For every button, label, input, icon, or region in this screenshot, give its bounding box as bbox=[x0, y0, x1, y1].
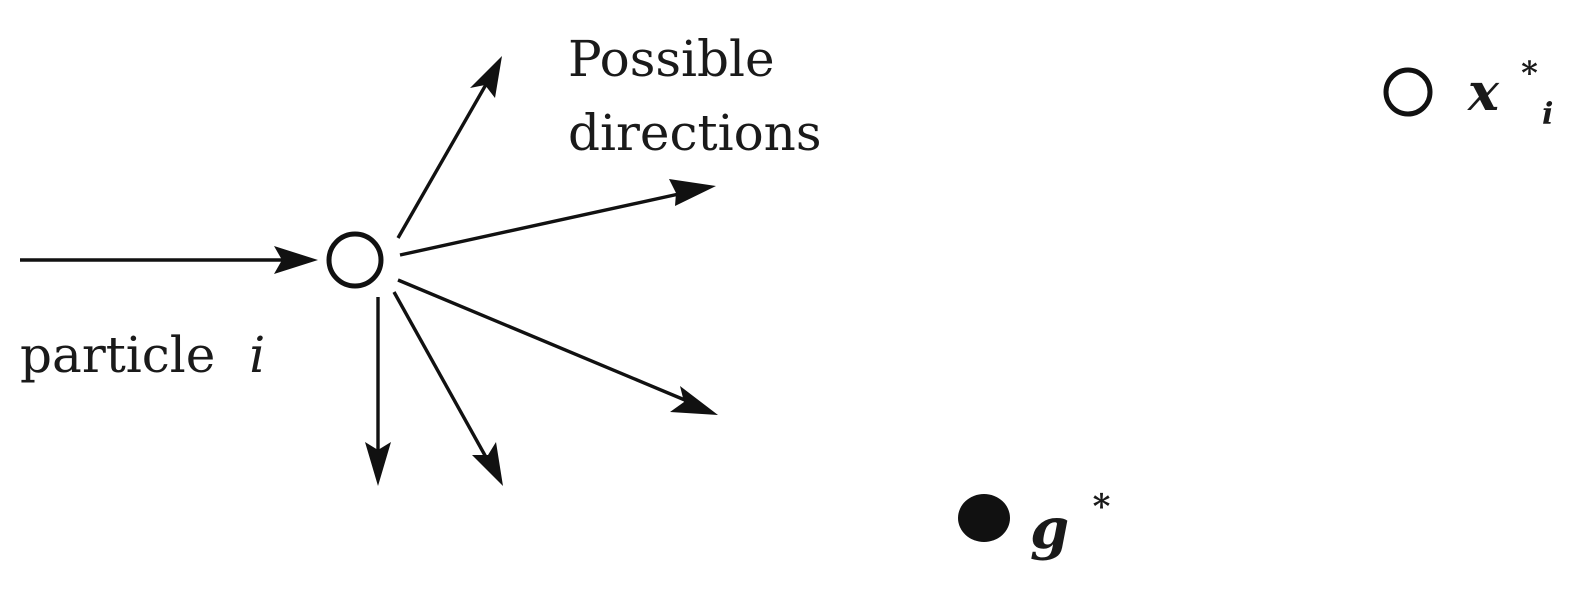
global-best-label: g * bbox=[1030, 487, 1111, 562]
particle-label-var: i bbox=[249, 326, 265, 384]
personal-best-subscript: i bbox=[1542, 97, 1553, 132]
particle-label: particle i bbox=[20, 326, 265, 384]
direction-arrow-down bbox=[365, 297, 391, 486]
directions-label-line1: Possible bbox=[568, 30, 775, 88]
particle-node bbox=[326, 231, 384, 289]
global-best-superscript: * bbox=[1093, 487, 1111, 527]
direction-arrow-lower-right bbox=[397, 278, 718, 415]
direction-arrow-up bbox=[396, 56, 502, 239]
global-best-node bbox=[958, 494, 1010, 542]
personal-best-node bbox=[1383, 67, 1433, 117]
personal-best-superscript: * bbox=[1521, 54, 1538, 92]
directions-label-line2: directions bbox=[568, 104, 822, 162]
direction-arrow-down-right bbox=[392, 291, 503, 486]
personal-best-label: x * i bbox=[1467, 36, 1556, 132]
incoming-arrow bbox=[20, 246, 318, 274]
particle-label-text: particle bbox=[20, 326, 215, 384]
global-best-var: g bbox=[1030, 496, 1069, 562]
directions-label: Possible directions bbox=[568, 30, 822, 162]
direction-arrow-upper-right bbox=[399, 179, 716, 257]
personal-best-var: x bbox=[1467, 62, 1500, 123]
